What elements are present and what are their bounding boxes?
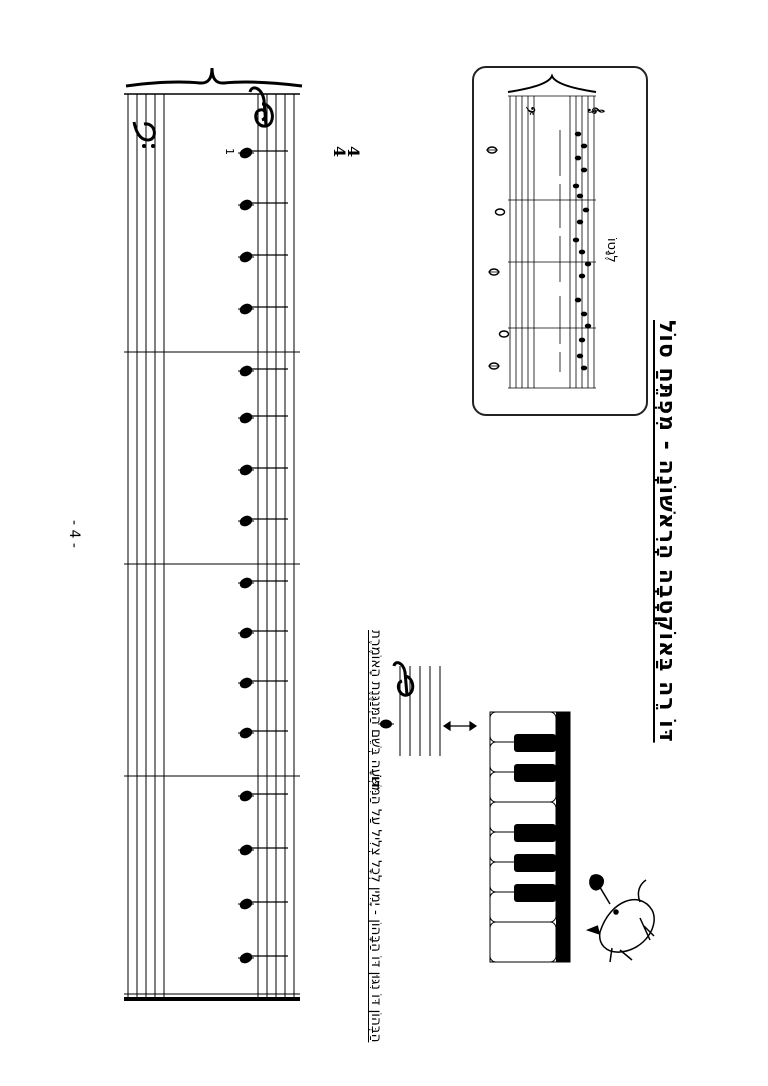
note [238,844,288,856]
example-treble-lines [569,96,595,388]
finger-number: 1 [223,148,236,155]
note [238,727,288,739]
legato-label: לֶגָטוֹ [604,238,619,263]
page-title: דּוֹ רֵה בַּאוֹקְטָבָה הָרִאשׁוֹנָה - מִ… [654,320,679,743]
note [238,515,288,527]
note [238,464,288,476]
note [238,627,288,639]
legato-example-box [472,66,648,416]
note [238,199,288,211]
note [238,952,288,964]
system-brace [125,67,303,88]
note [238,251,288,263]
small-treble-staff [399,666,441,756]
black-keys [514,734,556,902]
example-bass-lines [509,96,535,388]
note [238,147,288,159]
treble-clef-icon [392,661,415,697]
note [238,303,288,315]
notes-group [238,147,288,964]
note [238,677,288,689]
note [238,577,288,589]
bass-clef-icon [132,121,156,148]
do-key-caption: דּוֹ [368,776,383,789]
instruction-text: הַבְּהוֹן דּוֹ נִגּוּן דּוֹ הַבָּהוֹן - … [368,630,384,1043]
bar-lines [124,351,300,777]
double-arrow-icon [442,720,478,732]
keyboard-icon [489,711,571,963]
note [238,365,288,377]
treble-clef-icon [248,86,274,128]
note [238,412,288,424]
note [238,898,288,910]
note [238,790,288,802]
example-notes [572,131,592,371]
svg-text:𝄢: 𝄢 [520,106,536,115]
svg-text:𝄞: 𝄞 [587,106,605,114]
svg-text:4: 4 [330,146,349,157]
bird-icon [585,874,655,963]
bass-staff-lines [127,94,165,1000]
page-number: - 4 - [66,520,82,548]
time-signature: 4 [344,146,363,157]
treble-staff-lines [257,94,295,1000]
